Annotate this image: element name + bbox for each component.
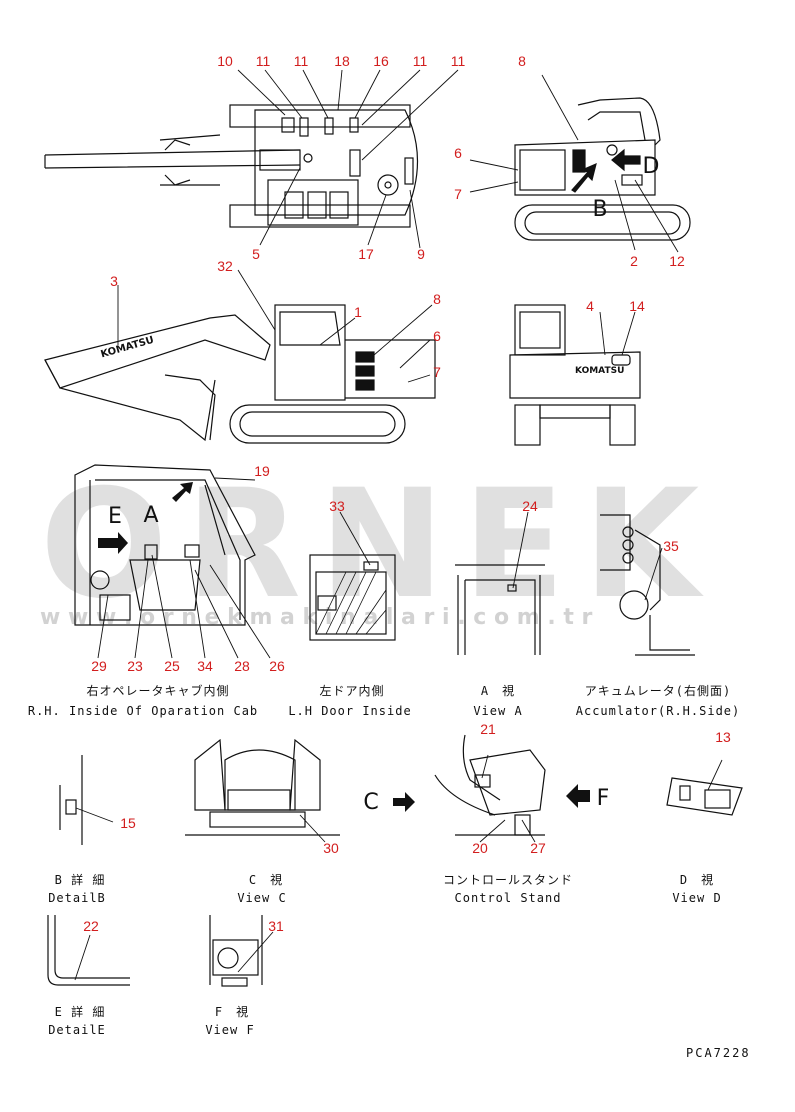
callout-28: 28: [234, 658, 250, 674]
callout-13: 13: [715, 729, 731, 745]
callout-16: 16: [373, 53, 389, 69]
caption-accumulator-jp: アキュムレータ(右側面): [584, 684, 732, 698]
caption-view-d-en: View D: [672, 891, 722, 905]
caption-view-c-jp: C 視: [248, 873, 284, 887]
view-letter-e: E: [108, 504, 122, 529]
view-a-drawing: [455, 564, 545, 655]
view-letter-b: B: [592, 197, 608, 222]
caption-cab-en: R.H. Inside Of Oparation Cab: [27, 704, 259, 718]
view-letter-d: D: [642, 154, 660, 179]
callout-26: 26: [269, 658, 285, 674]
callout-30: 30: [323, 840, 339, 856]
callout-9: 9: [417, 246, 425, 262]
callout-23: 23: [127, 658, 143, 674]
callout-33: 33: [329, 498, 345, 514]
callout-11: 11: [412, 53, 428, 69]
top-view-drawing: [44, 104, 418, 228]
callout-31: 31: [268, 918, 284, 934]
callout-15: 15: [120, 815, 136, 831]
caption-view-d-jp: D 視: [679, 873, 715, 887]
callout-18: 18: [334, 53, 350, 69]
callout-10: 10: [217, 53, 233, 69]
callout-8: 8: [518, 53, 526, 69]
callout-11: 11: [255, 53, 271, 69]
callout-7: 7: [454, 186, 462, 202]
callout-7: 7: [433, 364, 441, 380]
view-c-drawing: [185, 738, 340, 836]
callout-1: 1: [354, 304, 362, 320]
view-letter-a: A: [143, 503, 159, 528]
caption-control-stand-jp: コントロールスタンド: [442, 873, 574, 887]
view-letter-c: C: [363, 790, 379, 815]
caption-detail-e-en: DetailE: [48, 1023, 106, 1037]
callout-8: 8: [433, 291, 441, 307]
rear-view-drawing: [509, 304, 641, 446]
arrow-b: [571, 162, 597, 193]
callout-27: 27: [530, 840, 546, 856]
caption-accumulator-en: Accumlator(R.H.Side): [575, 704, 741, 718]
caption-view-a-jp: A 視: [480, 684, 516, 698]
accumulator-drawing: [600, 514, 695, 656]
callout-6: 6: [433, 328, 441, 344]
callout-5: 5: [252, 246, 260, 262]
caption-door-jp: 左ドア内側: [319, 684, 385, 698]
callout-6: 6: [454, 145, 462, 161]
rear-brand-text: KOMATSU: [575, 366, 625, 376]
detail-e-drawing: [47, 915, 130, 986]
arrow-f: [566, 784, 590, 808]
callout-3: 3: [110, 273, 118, 289]
callout-25: 25: [164, 658, 180, 674]
callout-14: 14: [629, 298, 645, 314]
callout-20: 20: [472, 840, 488, 856]
caption-view-a-en: View A: [473, 704, 523, 718]
caption-view-f-jp: F 視: [214, 1005, 250, 1019]
callout-32: 32: [217, 258, 233, 274]
side-view-large-drawing: [44, 304, 436, 444]
callout-24: 24: [522, 498, 538, 514]
callout-35: 35: [663, 538, 679, 554]
caption-view-f-en: View F: [205, 1023, 255, 1037]
control-stand-drawing: [434, 734, 546, 836]
callout-2: 2: [630, 253, 638, 269]
view-d-drawing: [666, 777, 743, 816]
caption-detail-b-jp: B 詳 細: [54, 873, 106, 887]
callout-21: 21: [480, 721, 496, 737]
caption-detail-e-jp: E 詳 細: [54, 1005, 106, 1019]
side-view-small-drawing: [514, 97, 691, 241]
callout-11: 11: [450, 53, 466, 69]
caption-detail-b-en: DetailB: [48, 891, 106, 905]
callout-4: 4: [586, 298, 594, 314]
view-letter-f: F: [596, 786, 610, 811]
cab-inside-drawing: [74, 464, 256, 626]
callout-34: 34: [197, 658, 213, 674]
arrow-d: [611, 148, 641, 172]
detail-b-drawing: [59, 755, 83, 845]
door-inside-drawing: [309, 554, 396, 641]
caption-door-en: L.H Door Inside: [288, 704, 412, 718]
callout-22: 22: [83, 918, 99, 934]
callout-29: 29: [91, 658, 107, 674]
caption-cab-jp: 右オペレータキャブ内側: [86, 684, 230, 698]
callout-11: 11: [293, 53, 309, 69]
callout-17: 17: [358, 246, 374, 262]
caption-view-c-en: View C: [237, 891, 287, 905]
caption-control-stand-en: Control Stand: [454, 891, 562, 905]
arrow-c: [393, 792, 415, 812]
leader-lines: [74, 69, 723, 981]
callout-12: 12: [669, 253, 685, 269]
view-f-drawing: [209, 915, 263, 987]
callout-19: 19: [254, 463, 270, 479]
drawing-reference: PCA7228: [686, 1046, 751, 1060]
